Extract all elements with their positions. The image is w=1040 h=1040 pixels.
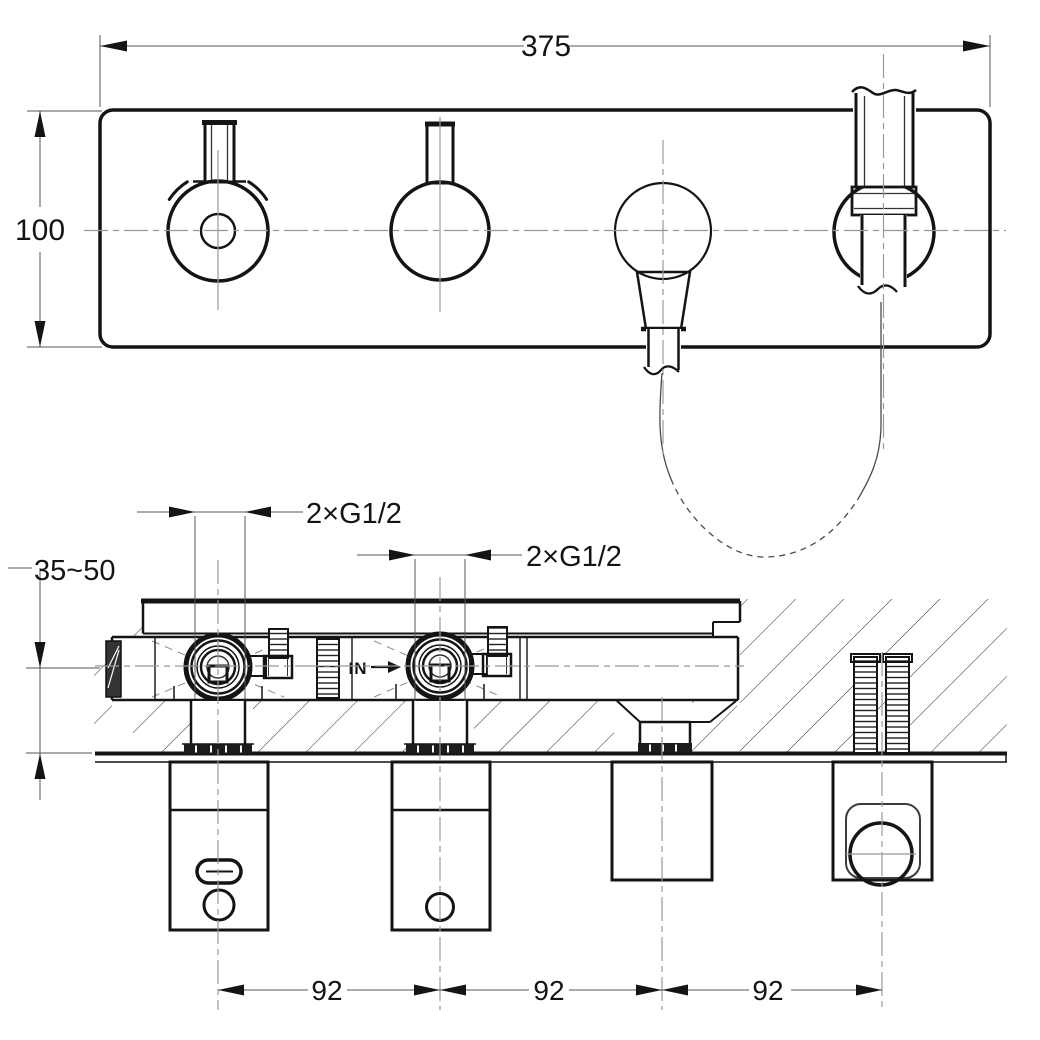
pipe-break-line-top [851,86,917,96]
dimension-ports-2: 2×G1/2 [357,541,622,573]
ports-2-label: 2×G1/2 [526,541,622,573]
dimension-spacing: 92 92 92 [218,975,882,1006]
dimension-ports-1: 2×G1/2 [137,498,402,530]
handle-1-plan [168,760,270,932]
handle-1-lever [203,120,236,184]
inlet-marker: IN [349,659,401,678]
cartridge-2-screw [469,626,513,678]
depth-label: 35~50 [34,555,115,587]
spacing-label-3: 92 [752,975,783,1006]
spacing-label-1: 92 [311,975,342,1006]
ports-1-label: 2×G1/2 [306,498,402,530]
inlet-label: IN [349,659,368,678]
holder-studs [850,653,913,754]
spout-port [615,699,737,753]
rotation-arc-left [167,180,189,201]
handle-2-plan [390,760,492,932]
section-view: IN [8,498,1007,1010]
front-view: 375 100 [15,30,1006,558]
dim-width-label: 375 [521,30,571,63]
lever-slot [195,858,243,885]
dimension-depth: 35~50 [8,555,115,800]
handle-1-plan-button [202,888,236,922]
spout-break-line [643,365,680,376]
dimension-width: 375 [99,30,991,107]
spacing-label-2: 92 [533,975,564,1006]
inlet-arrow-icon [388,661,401,673]
trim-plate-front [98,108,992,349]
hose-loop [659,302,882,558]
dimension-height: 100 [15,110,102,348]
dim-height-label: 100 [15,214,65,247]
rotation-arc-right [247,180,269,201]
pipe-break-line-bottom [857,284,898,295]
